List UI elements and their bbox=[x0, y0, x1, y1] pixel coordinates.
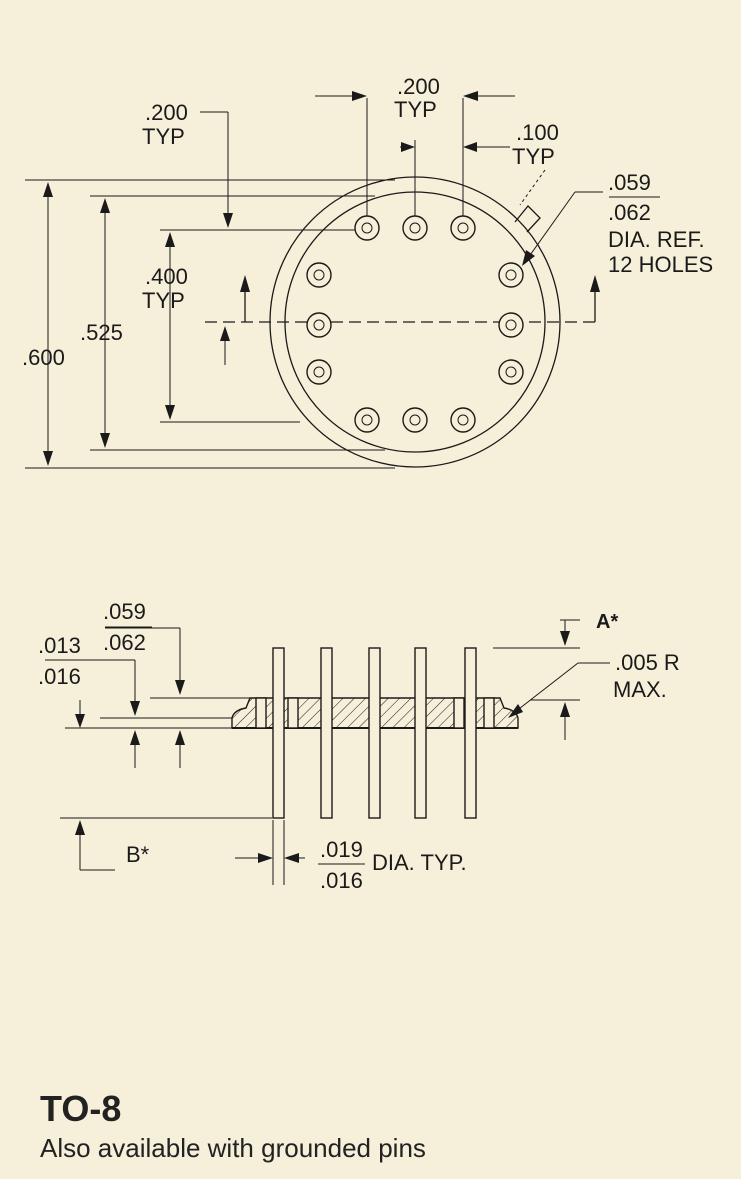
flange-top: .059 bbox=[103, 599, 146, 624]
pin-hole bbox=[498, 312, 524, 338]
pin-lead bbox=[368, 647, 381, 819]
hole-dia-bottom: .062 bbox=[608, 200, 651, 225]
pin-hole bbox=[402, 215, 428, 241]
radius-top: .005 R bbox=[615, 650, 680, 675]
flange-bottom: .062 bbox=[103, 630, 146, 655]
hole-dia-ref: DIA. REF. bbox=[608, 227, 705, 252]
pin-lead bbox=[464, 647, 477, 819]
row-spacing-typ: TYP bbox=[142, 288, 185, 313]
orientation-tab bbox=[514, 205, 541, 233]
base-bottom: .016 bbox=[38, 664, 81, 689]
side-view: .059 .062 .013 .016 A* .005 R MAX. B* .0… bbox=[38, 599, 680, 893]
pin-hole bbox=[306, 312, 332, 338]
pin-lead bbox=[414, 647, 427, 819]
top-view: .200 TYP .200 TYP .100 TYP .059 .062 DIA… bbox=[22, 74, 713, 469]
package-name: TO-8 bbox=[40, 1088, 122, 1129]
pin-lead bbox=[272, 647, 285, 819]
pin-hole bbox=[450, 407, 476, 433]
pin-hole bbox=[306, 262, 332, 288]
pitch-label: .200 bbox=[397, 74, 440, 99]
pin-hole bbox=[498, 262, 524, 288]
left-pitch-typ: TYP bbox=[142, 124, 185, 149]
outer-dia-label: .600 bbox=[22, 345, 65, 370]
pin-hole bbox=[498, 359, 524, 385]
row-spacing-label: .400 bbox=[145, 264, 188, 289]
inner-dia-label: .525 bbox=[80, 320, 123, 345]
pin-hole bbox=[306, 359, 332, 385]
hole-dia-top: .059 bbox=[608, 170, 651, 195]
pin-height-label: A* bbox=[596, 611, 618, 633]
pin-hole bbox=[450, 215, 476, 241]
tab-label: .100 bbox=[516, 120, 559, 145]
pin-lead bbox=[320, 647, 333, 819]
tab-typ: TYP bbox=[512, 144, 555, 169]
package-note: Also available with grounded pins bbox=[40, 1133, 426, 1163]
left-pitch-label: .200 bbox=[145, 100, 188, 125]
pin-hole bbox=[402, 407, 428, 433]
radius-bottom: MAX. bbox=[613, 677, 667, 702]
base-top: .013 bbox=[38, 633, 81, 658]
pin-hole bbox=[354, 215, 380, 241]
pin-dia-top: .019 bbox=[320, 837, 363, 862]
pin-hole bbox=[354, 407, 380, 433]
pitch-typ: TYP bbox=[394, 97, 437, 122]
pin-dia-suffix: DIA. TYP. bbox=[372, 850, 467, 875]
hole-count: 12 HOLES bbox=[608, 252, 713, 277]
pin-dia-bottom: .016 bbox=[320, 868, 363, 893]
pin-length-label: B* bbox=[126, 842, 150, 867]
